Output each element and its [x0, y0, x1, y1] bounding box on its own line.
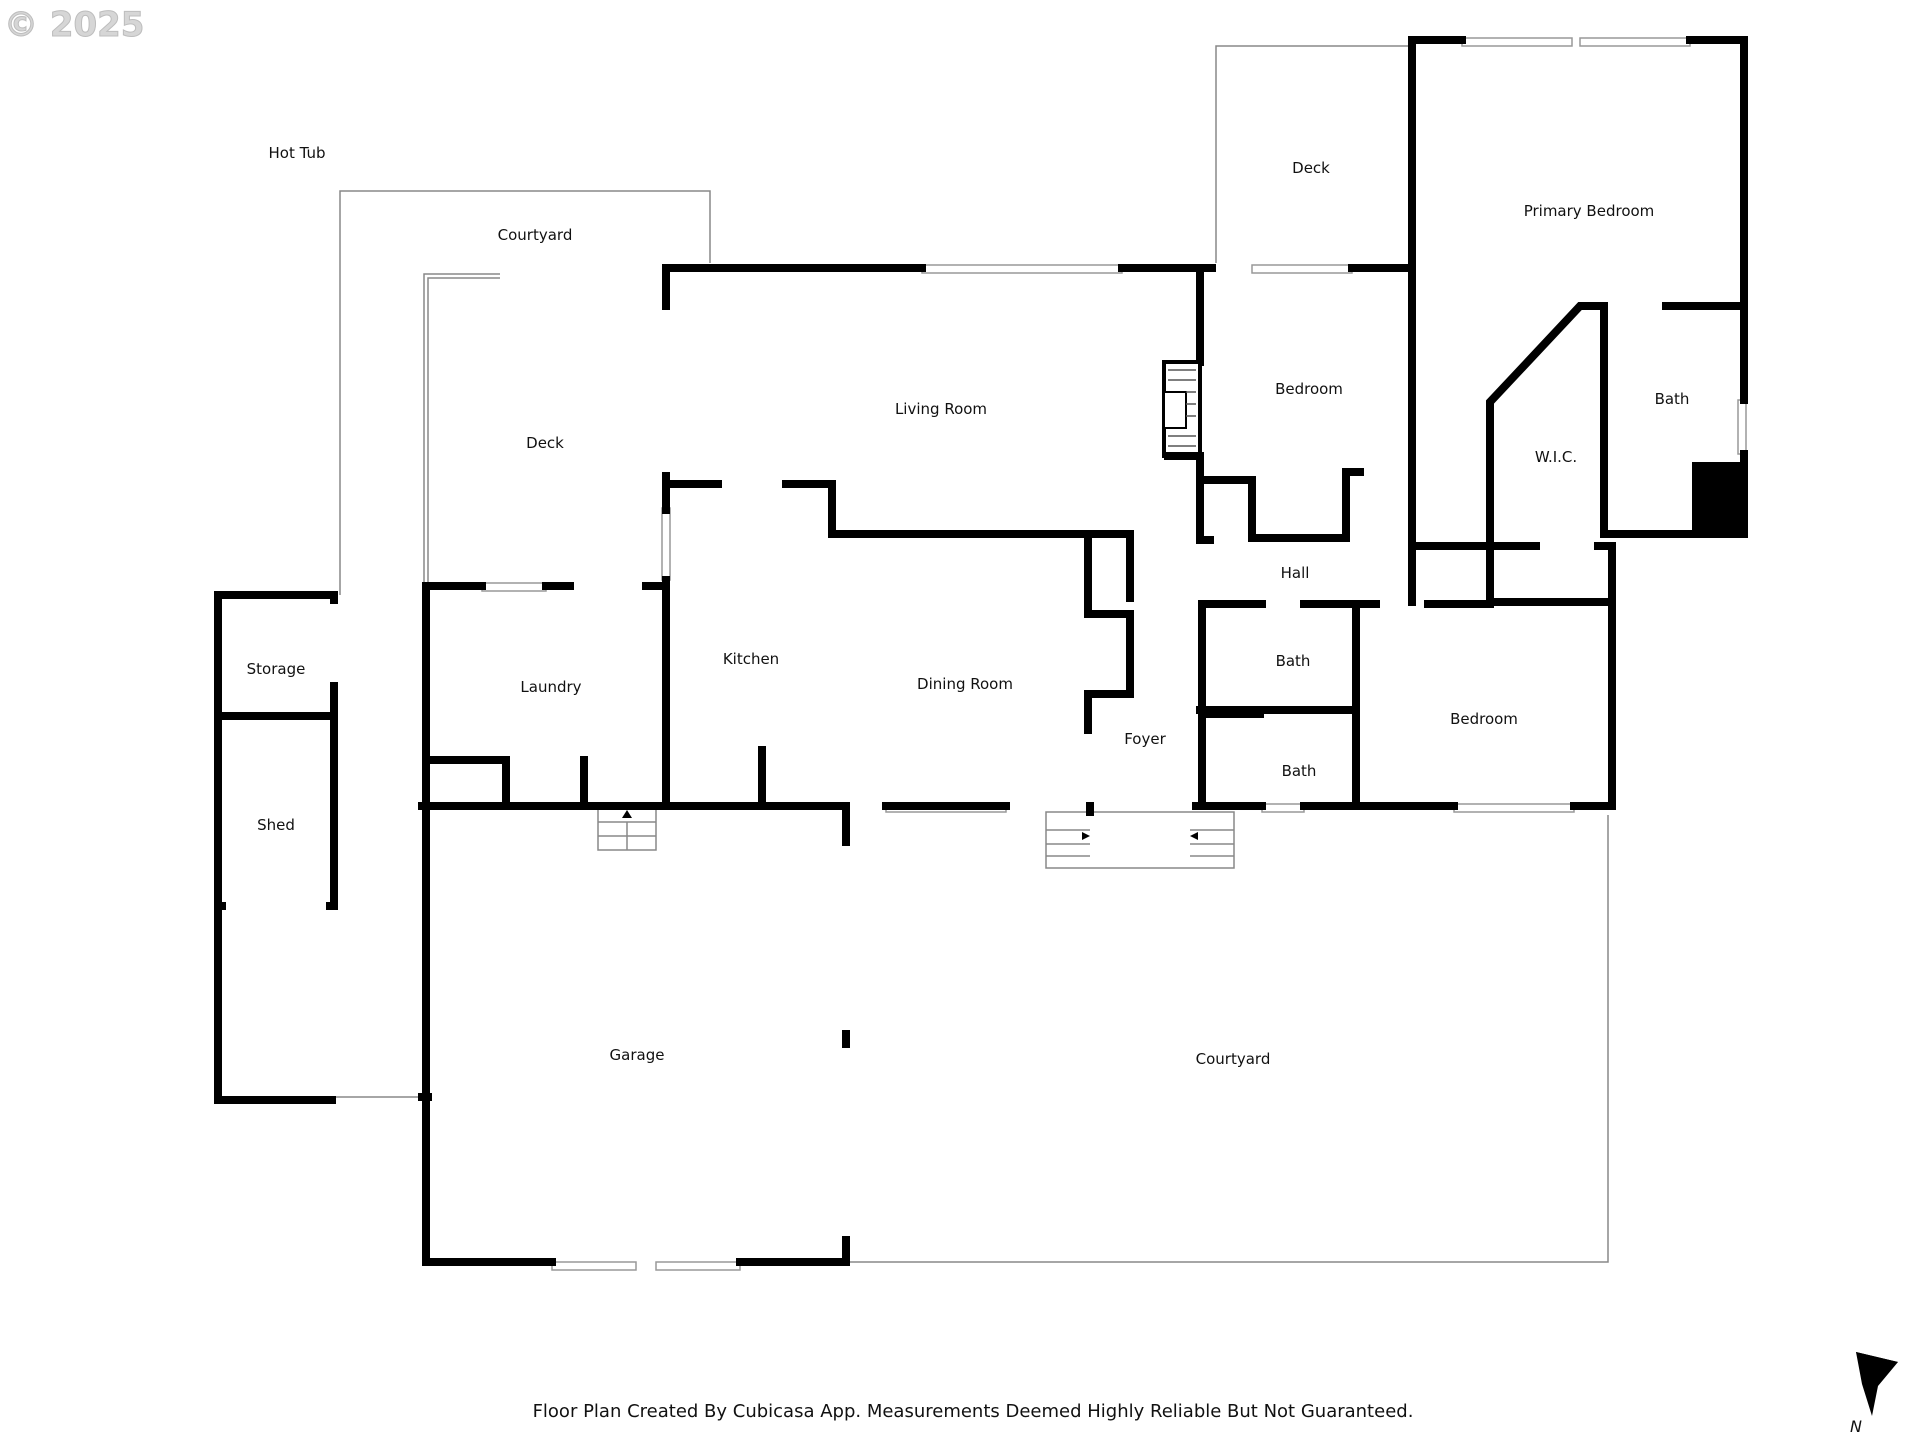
- label-laundry: Laundry: [520, 678, 581, 696]
- label-courtyard-north: Courtyard: [498, 226, 573, 244]
- label-hall: Hall: [1281, 564, 1310, 582]
- north-arrow-icon: N: [1850, 1352, 1898, 1436]
- shower-block: [1692, 462, 1744, 534]
- walls: [214, 36, 1748, 1266]
- label-bath-2: Bath: [1282, 762, 1317, 780]
- label-bedroom-north: Bedroom: [1275, 380, 1343, 398]
- outdoor-outlines: [333, 45, 1609, 1263]
- windows: [481, 37, 1747, 1271]
- step-arrows: [622, 810, 1198, 840]
- bath-fixture: [1204, 706, 1264, 718]
- label-courtyard-south: Courtyard: [1196, 1050, 1271, 1068]
- label-hot-tub: Hot Tub: [268, 144, 325, 162]
- label-wic: W.I.C.: [1535, 448, 1577, 466]
- room-labels: Hot Tub Courtyard Deck Deck Primary Bedr…: [247, 144, 1690, 1068]
- fireplace-icon: [1162, 360, 1202, 460]
- label-storage: Storage: [247, 660, 306, 678]
- label-primary-bedroom: Primary Bedroom: [1524, 202, 1655, 220]
- label-bedroom-south: Bedroom: [1450, 710, 1518, 728]
- label-bath-primary: Bath: [1655, 390, 1690, 408]
- footer-disclaimer: Floor Plan Created By Cubicasa App. Meas…: [533, 1401, 1414, 1422]
- label-dining-room: Dining Room: [917, 675, 1013, 693]
- label-garage: Garage: [610, 1046, 665, 1064]
- label-deck-north: Deck: [1292, 159, 1330, 177]
- label-living-room: Living Room: [895, 400, 987, 418]
- label-foyer: Foyer: [1124, 730, 1166, 748]
- label-deck-west: Deck: [526, 434, 564, 452]
- label-shed: Shed: [257, 816, 295, 834]
- copyright-watermark: © 2025: [4, 5, 144, 45]
- north-label: N: [1850, 1417, 1862, 1436]
- label-kitchen: Kitchen: [723, 650, 779, 668]
- label-bath-1: Bath: [1276, 652, 1311, 670]
